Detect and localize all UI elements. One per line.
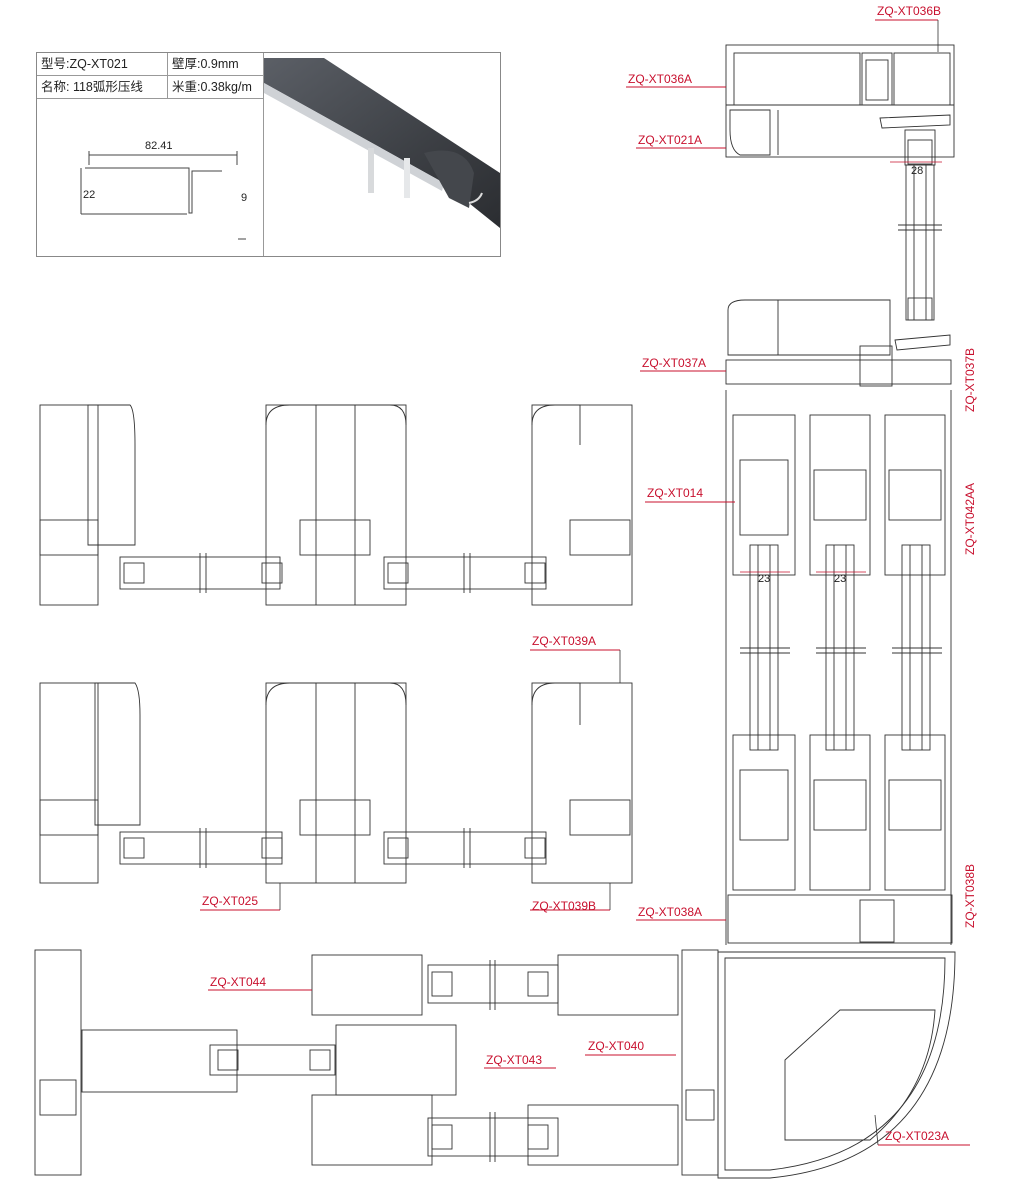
weight-label: 米重:0.38kg/m [172, 80, 252, 94]
label-xt039a: ZQ-XT039A [532, 634, 596, 648]
label-xt014: ZQ-XT014 [647, 486, 703, 500]
label-xt042aa: ZQ-XT042AA [963, 483, 977, 555]
label-xt044: ZQ-XT044 [210, 975, 266, 989]
corner-post-left [34, 949, 336, 1176]
profile-photo [264, 53, 500, 256]
label-xt037b: ZQ-XT037B [963, 348, 977, 412]
profile-render [264, 58, 500, 228]
name-label: 名称: 118弧形压线 [37, 76, 168, 98]
spec-row-2: 名称: 118弧形压线 米重:0.38kg/m [37, 76, 263, 99]
label-xt038a: ZQ-XT038A [638, 905, 702, 919]
label-xt036b: ZQ-XT036B [877, 4, 941, 18]
sash-frames-lower [732, 734, 946, 891]
glass-dim-lines [740, 161, 942, 573]
label-xt039b: ZQ-XT039B [532, 899, 596, 913]
label-xt038b: ZQ-XT038B [963, 864, 977, 928]
corner-frame-right [681, 949, 956, 1179]
arc-bead-outline [85, 167, 222, 214]
dim-glass-23a: 23 [758, 573, 770, 585]
table-divider [263, 53, 264, 256]
mid-transom-assembly [725, 299, 952, 387]
center-sash-group [311, 954, 679, 1166]
head-glass-pane [898, 139, 942, 321]
callout-leaders [200, 19, 970, 1146]
section-row-1 [39, 404, 633, 606]
section-row-2 [39, 682, 633, 884]
label-xt036a: ZQ-XT036A [628, 72, 692, 86]
top-head-assembly [725, 44, 955, 166]
thickness-label: 壁厚:0.9mm [172, 57, 239, 71]
sash-frames-upper [725, 390, 952, 945]
callout-arrows [279, 20, 939, 1146]
dim-glass-28: 28 [911, 165, 923, 177]
label-xt025: ZQ-XT025 [202, 894, 258, 908]
profile-spec-table: 型号:ZQ-XT021 壁厚:0.9mm 名称: 118弧形压线 米重:0.38… [36, 52, 501, 257]
dim-glass-23b: 23 [834, 573, 846, 585]
label-xt021a: ZQ-XT021A [638, 133, 702, 147]
model-label: 型号:ZQ-XT021 [37, 53, 168, 75]
sill-assembly [727, 894, 953, 944]
dim-lip: 9 [241, 192, 247, 204]
profile-section-sketch: 82.41 22 9 [80, 140, 247, 240]
label-xt023a: ZQ-XT023A [885, 1129, 949, 1143]
dim-width: 82.41 [145, 140, 173, 152]
spec-row-1: 型号:ZQ-XT021 壁厚:0.9mm [37, 53, 263, 76]
label-xt040: ZQ-XT040 [588, 1039, 644, 1053]
label-xt043: ZQ-XT043 [486, 1053, 542, 1067]
glass-panes-vertical [740, 544, 942, 751]
label-xt037a: ZQ-XT037A [642, 356, 706, 370]
dim-height: 22 [83, 189, 95, 201]
